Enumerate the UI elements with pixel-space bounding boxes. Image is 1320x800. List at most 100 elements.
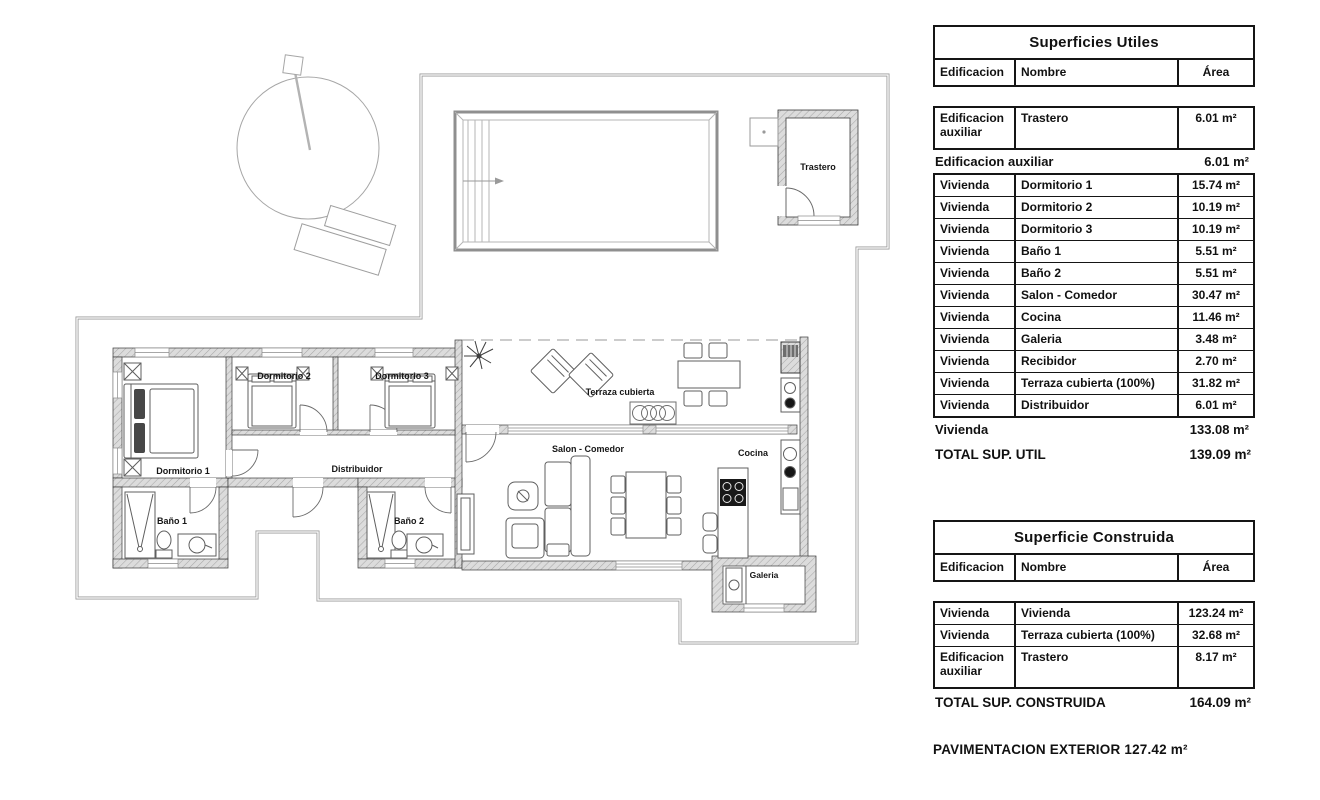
window — [261, 347, 303, 358]
table-row: Vivienda Cocina 11.46 m² — [935, 306, 1253, 328]
side-table — [507, 481, 539, 511]
vivienda-subtotal-row: Vivienda 133.08 m² — [935, 422, 1249, 437]
window — [112, 371, 123, 399]
terrace-glazing — [507, 424, 644, 435]
trastero-door-gap — [777, 186, 787, 216]
dining-chairs — [610, 475, 682, 536]
col-header-nombre: Nombre — [1014, 60, 1177, 85]
aux-subtotal-row: Edificacion auxiliar 6.01 m² — [935, 154, 1249, 169]
utiles-aux-body: Edificacion auxiliar Trastero 6.01 m² — [933, 106, 1255, 150]
terrace-glazing — [655, 424, 789, 435]
planters — [293, 204, 397, 276]
doors — [189, 404, 499, 518]
terraza — [462, 339, 801, 425]
table-column-headers: Edificacion Nombre Área — [935, 555, 1253, 580]
col-header-area: Área — [1177, 60, 1253, 85]
kitchen — [702, 439, 801, 559]
table-row: Vivienda Terraza cubierta (100%) 31.82 m… — [935, 372, 1253, 394]
nightstand — [370, 366, 384, 381]
total-sup-util-row: TOTAL SUP. UTIL 139.09 m² — [935, 447, 1251, 462]
room-label-distribuidor: Distribuidor — [332, 464, 383, 474]
dining-table — [625, 471, 667, 539]
room-label-galeria: Galeria — [750, 570, 779, 580]
floor-plan: Trastero — [75, 54, 890, 645]
outdoor-chairs — [683, 342, 728, 407]
hall-closet — [456, 493, 475, 555]
room-label-dormitorio1: Dormitorio 1 — [156, 466, 210, 476]
nightstand — [235, 366, 249, 381]
room-label-cocina: Cocina — [738, 448, 769, 458]
room-label-dormitorio2: Dormitorio 2 — [257, 371, 311, 381]
hob — [720, 479, 746, 506]
table-row: Vivienda Dormitorio 3 10.19 m² — [935, 218, 1253, 240]
table-row: Vivienda Baño 2 5.51 m² — [935, 262, 1253, 284]
toilet — [155, 530, 173, 559]
table-row: Vivienda Dormitorio 2 10.19 m² — [935, 196, 1253, 218]
windows — [112, 347, 789, 613]
window — [134, 347, 170, 358]
plant-icon — [464, 340, 494, 370]
bed-dormitorio2 — [247, 373, 297, 429]
bed-dormitorio3 — [384, 373, 436, 429]
lounge-chair — [530, 348, 576, 394]
nightstand — [123, 362, 142, 381]
bed-dormitorio1 — [123, 383, 199, 459]
total-sup-construida-row: TOTAL SUP. CONSTRUIDA 164.09 m² — [935, 695, 1251, 710]
table-row: Edificacion auxiliar Trastero 8.17 m² — [935, 646, 1253, 687]
area-tables-panel: Superficies Utiles Edificacion Nombre Ár… — [933, 25, 1255, 757]
rug — [629, 401, 677, 425]
room-label-terraza: Terraza cubierta — [586, 387, 656, 397]
shower — [124, 491, 156, 559]
trastero-building: Trastero — [749, 109, 859, 226]
table-column-headers: Edificacion Nombre Área — [935, 60, 1253, 85]
table-row: Vivienda Baño 1 5.51 m² — [935, 240, 1253, 262]
bathroom-fixtures — [124, 491, 475, 559]
salon-furniture — [505, 455, 682, 559]
nightstand — [445, 366, 459, 381]
pavimentacion-exterior-note: PAVIMENTACION EXTERIOR 127.42 m² — [933, 742, 1188, 757]
plot-boundary — [75, 73, 890, 645]
room-label-bano2: Baño 2 — [394, 516, 424, 526]
table-row: Vivienda Dormitorio 1 15.74 m² — [935, 175, 1253, 196]
utiles-vivienda-body: Vivienda Dormitorio 1 15.74 m² Vivienda … — [933, 173, 1255, 418]
stool — [702, 512, 718, 532]
table-row: Vivienda Recibidor 2.70 m² — [935, 350, 1253, 372]
window — [384, 558, 416, 569]
shower — [366, 491, 396, 559]
kitchen-counter — [780, 439, 801, 515]
pool-arrow-icon — [495, 177, 504, 185]
window — [112, 447, 123, 475]
nightstand — [123, 458, 142, 477]
window — [615, 560, 683, 571]
toilet — [390, 530, 408, 559]
superficie-construida-header: Superficie Construida Edificacion Nombre… — [933, 520, 1255, 582]
col-header-edificacion: Edificacion — [940, 65, 1005, 80]
construida-body: Vivienda Vivienda 123.24 m² Vivienda Ter… — [933, 601, 1255, 689]
room-labels: Dormitorio 1 Dormitorio 2 Dormitorio 3 D… — [156, 371, 778, 580]
table-row: Vivienda Salon - Comedor 30.47 m² — [935, 284, 1253, 306]
sink — [177, 533, 217, 557]
lounge-chair — [568, 352, 614, 398]
bedroom-furniture — [123, 362, 459, 477]
pool — [453, 110, 719, 252]
trastero-door — [785, 187, 815, 217]
table-row: Vivienda Galeria 3.48 m² — [935, 328, 1253, 350]
col-header-area: Área — [1177, 555, 1253, 580]
outdoor-table — [677, 360, 741, 389]
bbq — [780, 341, 801, 374]
table-row: Vivienda Vivienda 123.24 m² — [935, 603, 1253, 624]
window — [743, 603, 785, 613]
galeria-appliance — [725, 566, 747, 604]
tree — [236, 54, 380, 220]
sofa — [505, 455, 591, 559]
window — [374, 347, 414, 358]
col-header-nombre: Nombre — [1014, 555, 1177, 580]
table-title: Superficies Utiles — [935, 27, 1253, 60]
sink — [406, 533, 444, 557]
nightstand — [296, 366, 310, 381]
room-label-trastero: Trastero — [800, 162, 836, 172]
window — [147, 558, 179, 569]
table-row: Edificacion auxiliar Trastero 6.01 m² — [935, 108, 1253, 148]
table-row: Vivienda Terraza cubierta (100%) 32.68 m… — [935, 624, 1253, 646]
